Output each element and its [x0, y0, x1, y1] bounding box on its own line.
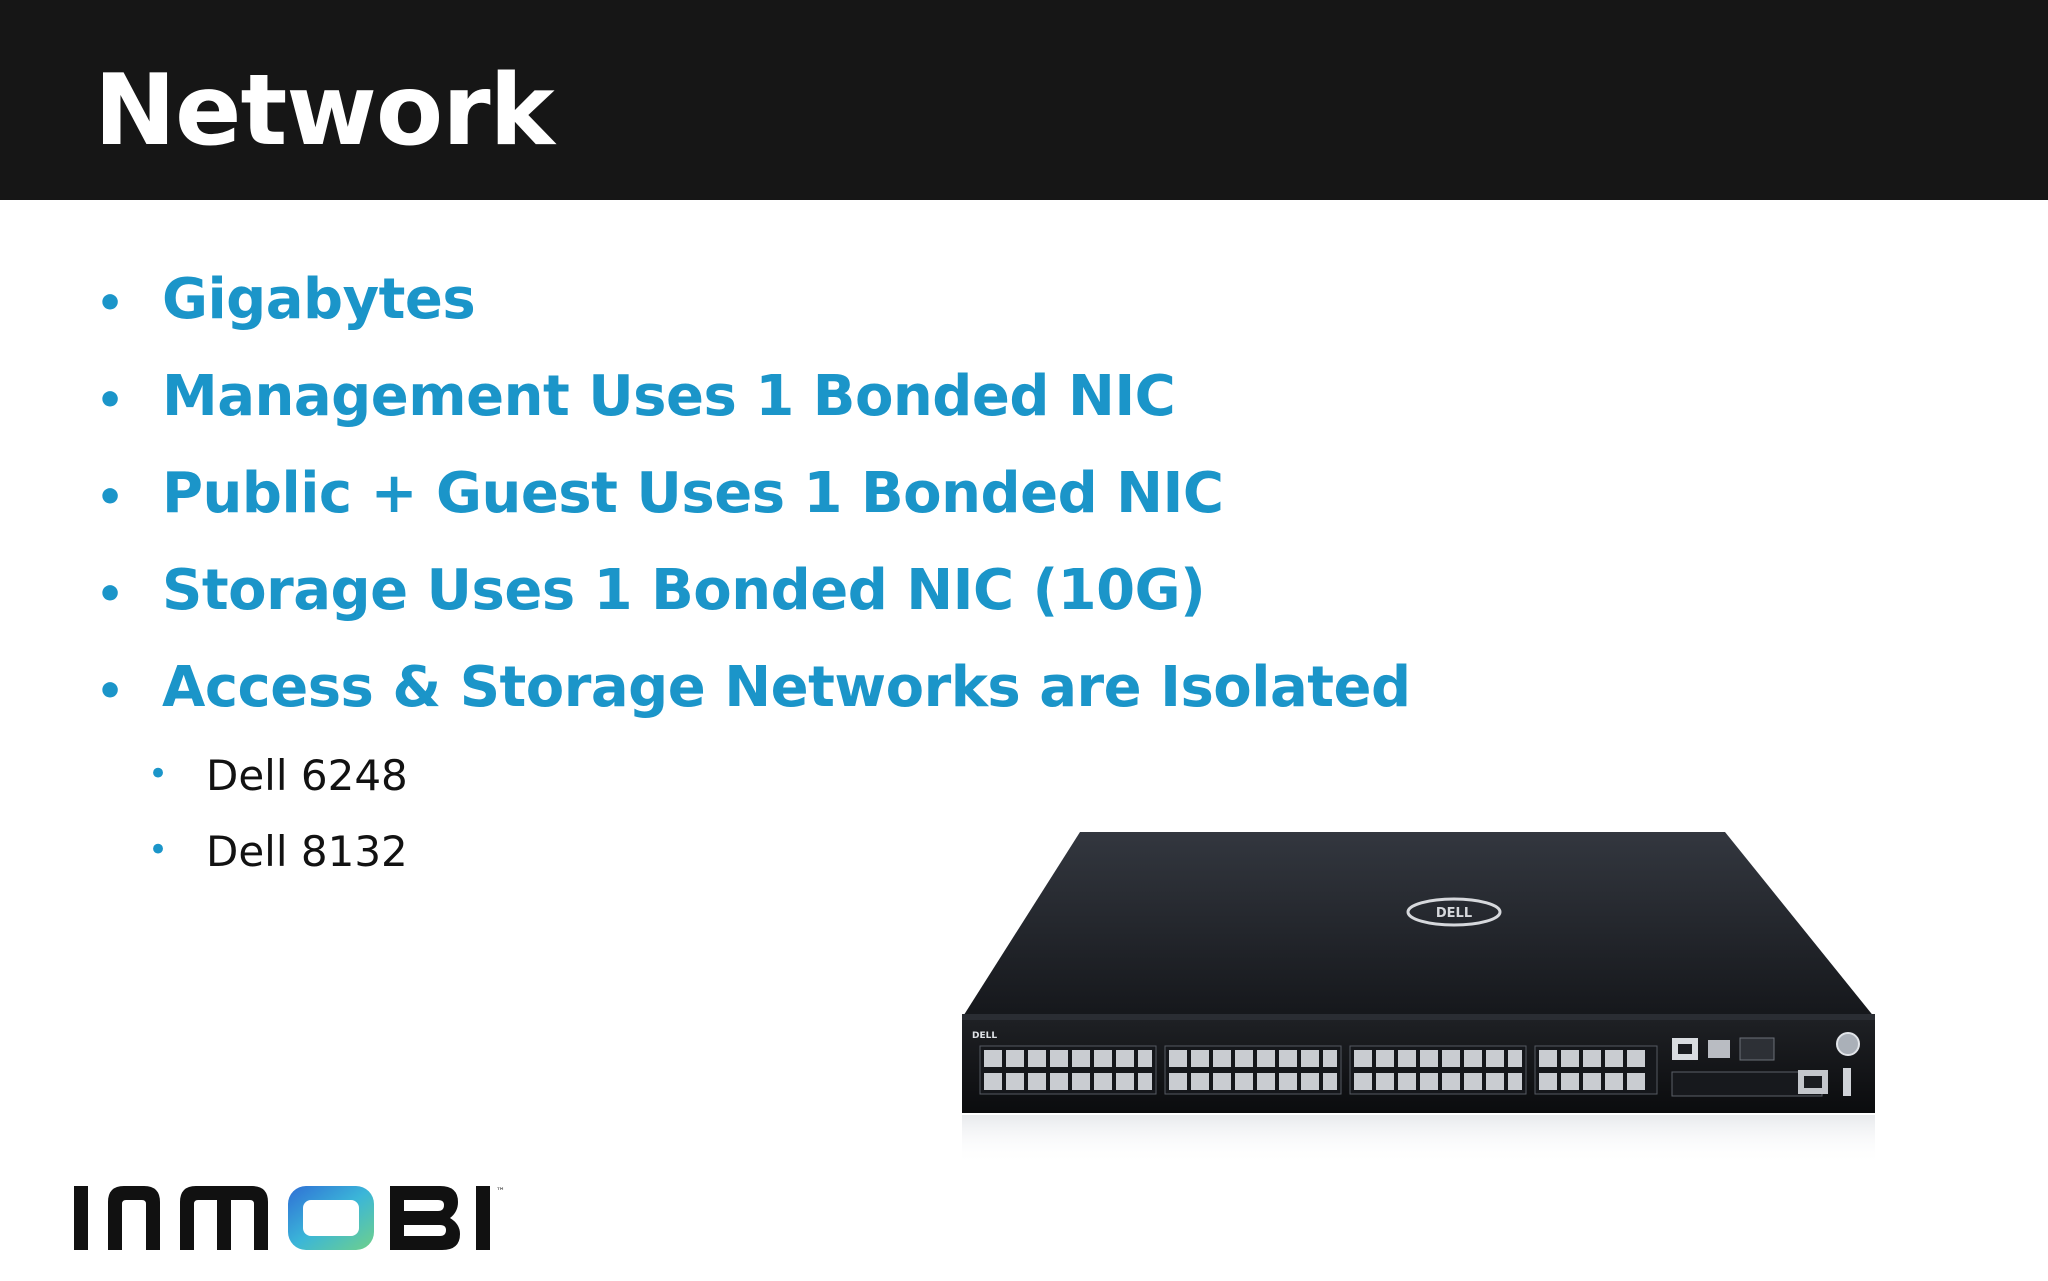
inmobi-logo: ™	[74, 1180, 534, 1265]
slide-header: Network	[0, 0, 2048, 200]
bullet-glyph: •	[96, 278, 124, 329]
bullet-glyph: •	[96, 472, 124, 523]
sub-bullet-glyph: •	[148, 830, 169, 870]
slide-title: Network	[94, 54, 555, 168]
sub-bullet-glyph: •	[148, 754, 169, 794]
switch-control-panel	[1671, 1032, 1860, 1097]
bullet-text: Storage Uses 1 Bonded NIC (10G)	[162, 558, 1206, 623]
bullet-text: Management Uses 1 Bonded NIC	[162, 364, 1176, 429]
sub-bullet-text: Dell 8132	[206, 827, 408, 876]
network-switch-image: DELL DELL	[950, 820, 1890, 1170]
bullet-text: Gigabytes	[162, 267, 476, 332]
svg-text:DELL: DELL	[1436, 906, 1472, 921]
sub-bullet-text: Dell 6248	[206, 751, 408, 800]
bullet-glyph: •	[96, 569, 124, 620]
bullet-text: Access & Storage Networks are Isolated	[162, 655, 1411, 720]
bullet-glyph: •	[96, 666, 124, 717]
bullet-text: Public + Guest Uses 1 Bonded NIC	[162, 461, 1224, 526]
bullet-glyph: •	[96, 375, 124, 426]
dell-logo-icon: DELL	[1406, 897, 1502, 927]
ethernet-ports	[979, 1045, 1658, 1095]
svg-text:™: ™	[496, 1187, 505, 1197]
svg-text:DELL: DELL	[972, 1031, 997, 1041]
